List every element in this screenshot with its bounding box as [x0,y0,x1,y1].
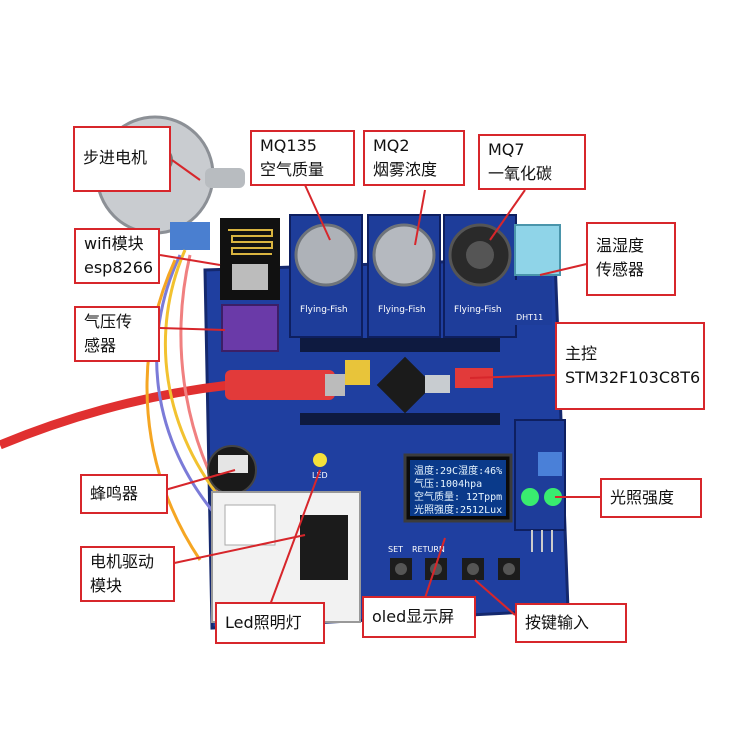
label-mq7-line1: MQ7 [488,140,525,159]
light-sensor-module [514,419,566,552]
label-motor-line2: 模块 [90,576,123,595]
label-mq2-line1: MQ2 [373,136,410,155]
label-mq2-line2: 烟雾浓度 [373,160,438,179]
label-led: Led照明灯 [215,602,325,644]
label-pressure-line2: 感器 [84,336,117,355]
label-light-text: 光照强度 [610,488,675,507]
mq2-brand: Flying-Fish [378,305,426,315]
mq2-sensor: Flying-Fish [367,214,441,338]
key-buttons: SET RETURN [388,545,520,580]
label-th-line1: 温湿度 [596,236,645,255]
label-pressure-sensor: 气压传 感器 [74,306,160,362]
label-mcu-line2: STM32F103C8T6 [565,368,701,387]
label-mq2: MQ2 烟雾浓度 [363,130,465,186]
mq7-sensor: Flying-Fish [443,214,517,338]
label-motor-driver: 电机驱动 模块 [80,546,175,602]
label-oled: oled显示屏 [362,596,476,638]
label-mcu-line1: 主控 [565,344,598,363]
label-pressure-line1: 气压传 [84,312,133,331]
label-mq7: MQ7 一氧化碳 [478,134,586,190]
oled-line-1: 温度:29C湿度:46% [414,464,502,477]
pressure-sensor [221,304,279,352]
label-wifi-line1: wifi模块 [84,234,144,253]
label-led-text: Led照明灯 [225,613,302,632]
label-stepper-motor: 步进电机 [73,126,171,192]
label-mq135-line1: MQ135 [260,136,317,155]
dht11-text: DHT11 [516,313,543,322]
label-buzzer: 蜂鸣器 [80,474,168,514]
mq135-sensor: Flying-Fish [289,214,363,338]
label-th-line2: 传感器 [596,260,645,279]
label-mcu: 主控 STM32F103C8T6 [555,322,705,410]
label-buzzer-text: 蜂鸣器 [90,484,139,503]
oled-line-4: 光照强度:2512Lux [414,503,502,516]
usb-cable [0,380,231,450]
label-oled-text: oled显示屏 [372,607,455,626]
btn-set-text: SET [388,545,403,554]
label-keys-text: 按键输入 [525,613,590,632]
led-light: LED [312,453,328,480]
label-motor-line1: 电机驱动 [90,552,155,571]
wifi-module [220,218,280,300]
oled-line-3: 空气质量: 12Tppm [414,490,502,503]
label-mq7-line2: 一氧化碳 [488,164,553,183]
leader-lines [159,159,600,616]
led-text: LED [312,471,328,480]
label-wifi-module: wifi模块 esp8266 [74,228,160,284]
oled-display: 温度:29C湿度:46% 气压:1004hpa 空气质量: 12Tppm 光照强… [403,453,513,523]
label-mq135-line2: 空气质量 [260,160,325,179]
oled-line-2: 气压:1004hpa [414,477,482,490]
label-temp-humidity: 温湿度 传感器 [586,222,676,296]
label-wifi-line2: esp8266 [84,258,154,277]
label-keys: 按键输入 [515,603,627,643]
dht11-sensor: DHT11 [512,224,561,325]
mq135-brand: Flying-Fish [300,305,348,315]
btn-return-text: RETURN [412,545,445,554]
mq7-brand: Flying-Fish [454,305,502,315]
label-mq135: MQ135 空气质量 [250,130,355,186]
label-stepper-text: 步进电机 [83,148,148,167]
label-light-sensor: 光照强度 [600,478,702,518]
